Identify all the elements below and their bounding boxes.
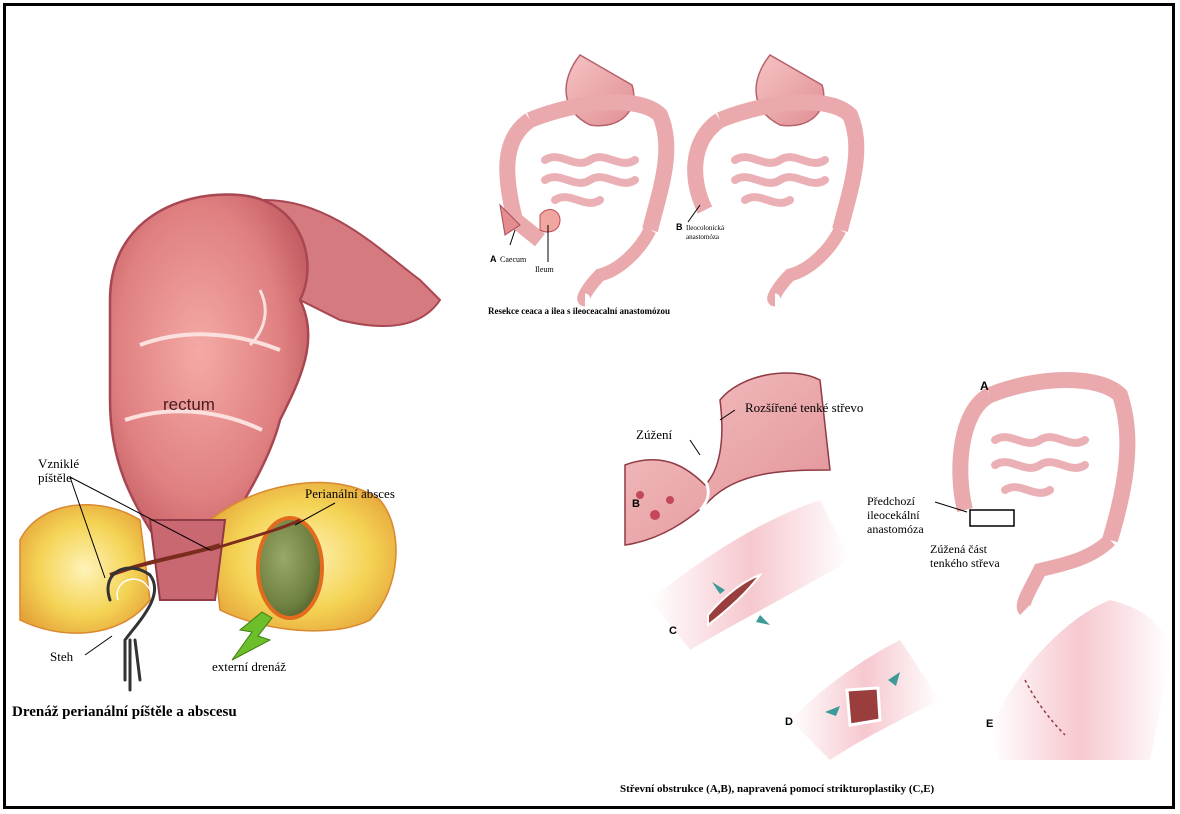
stricture-letter-c: C bbox=[669, 625, 677, 637]
abscess-label: Perianální absces bbox=[305, 486, 395, 501]
ileum-label: Ileum bbox=[535, 265, 554, 274]
stricture-letter-d: D bbox=[785, 716, 793, 728]
fistula-label-line2: píštěle bbox=[38, 470, 72, 485]
previous-anastomosis-line1: Předchozí bbox=[867, 494, 916, 508]
stricture-illustration-d bbox=[790, 640, 940, 760]
resection-illustration-b bbox=[688, 55, 856, 300]
previous-anastomosis-line3: anastomóza bbox=[867, 522, 924, 536]
resection-caption: Resekce ceaca a ilea s ileoceacalní anas… bbox=[488, 306, 670, 316]
resection-letter-a: A bbox=[490, 254, 497, 264]
dilated-label: Rozšířené tenké střevo bbox=[745, 400, 863, 415]
stricture-illustration-e bbox=[990, 600, 1170, 760]
narrowed-section-line2: tenkého střeva bbox=[930, 556, 1000, 570]
rectum-label: rectum bbox=[163, 395, 215, 414]
drainage-label: externí drenáž bbox=[212, 659, 286, 674]
anastomosis-label-line2: anastomóza bbox=[686, 233, 720, 241]
narrowed-section-line1: Zúžená část bbox=[930, 542, 988, 556]
stricture-letter-e: E bbox=[986, 718, 993, 730]
resection-letter-b: B bbox=[676, 222, 683, 232]
stricture-letter-a: A bbox=[980, 379, 989, 393]
narrowing-label: Zúžení bbox=[636, 427, 672, 442]
cecum-label: Caecum bbox=[500, 255, 527, 264]
teal-arrow-icon bbox=[756, 615, 770, 625]
stricture-illustration-a bbox=[935, 380, 1127, 610]
strictureplasty-caption: Střevní obstrukce (A,B), napravená pomoc… bbox=[620, 783, 935, 795]
stricture-letter-b: B bbox=[632, 498, 640, 510]
previous-anastomosis-line2: ileocekální bbox=[867, 508, 920, 522]
anastomosis-label-line1: Ileocolonická bbox=[686, 224, 725, 232]
perianal-caption: Drenáž perianální píštěle a abscesu bbox=[12, 704, 237, 720]
perianal-illustration bbox=[20, 194, 440, 690]
fistula-label-line1: Vzniklé bbox=[38, 456, 79, 471]
stitch-label: Steh bbox=[50, 649, 74, 664]
